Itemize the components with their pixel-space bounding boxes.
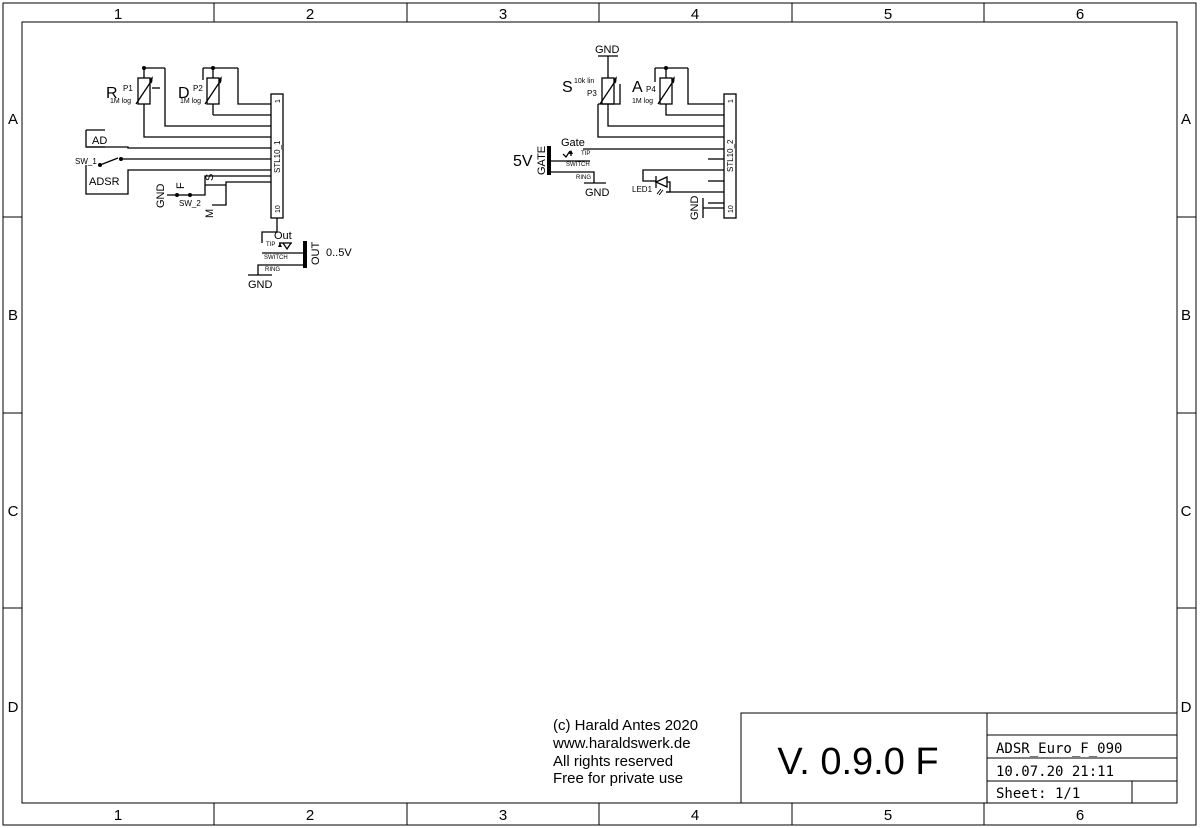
out-gnd: GND bbox=[248, 279, 273, 291]
connector2-pin-first: 1 bbox=[728, 99, 735, 103]
gate-ring: RING bbox=[576, 175, 591, 181]
gnd-symbol-2: GND bbox=[689, 196, 704, 221]
col-label-6: 6 bbox=[1076, 807, 1084, 824]
row-label-c: C bbox=[1181, 503, 1192, 520]
connector1-ref: STL10_1 bbox=[273, 140, 282, 173]
datetime-label: 10.07.20 21:11 bbox=[996, 764, 1114, 780]
gnd2-label: GND bbox=[689, 196, 701, 221]
out-ring: RING bbox=[265, 267, 280, 273]
credit-line: Free for private use bbox=[553, 770, 683, 787]
out-signal: Out bbox=[274, 230, 292, 242]
title-block: V. 0.9.0 F ADSR_Euro_F_090 10.07.20 21:1… bbox=[740, 712, 1178, 804]
gate-voltage: 5V bbox=[513, 153, 533, 170]
pot-r-label: R bbox=[106, 85, 118, 102]
sheet-label: Sheet: 1/1 bbox=[996, 786, 1080, 802]
switch1-pos-a: AD bbox=[92, 135, 107, 147]
pot-r-value: 1M log bbox=[110, 98, 131, 105]
col-label-1: 1 bbox=[114, 807, 122, 824]
credit-line: (c) Harald Antes 2020 bbox=[553, 717, 698, 734]
row-label-b: B bbox=[8, 307, 18, 324]
switch2-f: F bbox=[175, 182, 187, 189]
right-circuit: GND S 10k lin P3 A P4 1M log bbox=[513, 44, 737, 221]
out-switch: SWITCH bbox=[264, 255, 288, 261]
pot-d: D P2 1M log bbox=[178, 66, 238, 112]
gate-jack: Gate TIP SWITCH RING GATE 5V GND bbox=[513, 137, 610, 199]
pot-s: S 10k lin P3 bbox=[562, 76, 617, 115]
credits: (c) Harald Antes 2020 www.haraldswerk.de… bbox=[552, 717, 698, 787]
out-jack: Out TIP SWITCH RING OUT 0..5V GND bbox=[248, 218, 352, 291]
col-label-3: 3 bbox=[499, 6, 507, 23]
pot-a: A P4 1M log bbox=[632, 66, 688, 112]
version-label: V. 0.9.0 F bbox=[777, 741, 938, 783]
connector1-pin-first: 1 bbox=[275, 99, 282, 103]
switch1-pos-b: ADSR bbox=[89, 176, 120, 188]
row-label-d: D bbox=[8, 699, 19, 716]
col-label-3: 3 bbox=[499, 807, 507, 824]
connector-stl10-2: 1 STL10_2 10 bbox=[723, 93, 737, 219]
row-label-c: C bbox=[8, 503, 19, 520]
col-label-6: 6 bbox=[1076, 6, 1084, 23]
switch-fsm: GND F S M SW_2 bbox=[155, 174, 216, 218]
connector2-pin-last: 10 bbox=[728, 205, 735, 213]
pot-d-ref: P2 bbox=[193, 84, 203, 93]
gate-gnd: GND bbox=[585, 187, 610, 199]
pot-r-ref: P1 bbox=[123, 84, 133, 93]
filename-label: ADSR_Euro_F_090 bbox=[996, 741, 1122, 757]
switch2-m: M bbox=[204, 209, 216, 218]
col-label-4: 4 bbox=[691, 6, 699, 23]
pot-a-value: 1M log bbox=[632, 98, 653, 105]
led-ref: LED1 bbox=[632, 185, 653, 194]
gate-switch: SWITCH bbox=[566, 162, 590, 168]
switch1-ref: SW_1 bbox=[75, 157, 97, 166]
switch2-ref: SW_2 bbox=[179, 199, 201, 208]
row-label-b: B bbox=[1181, 307, 1191, 324]
col-label-2: 2 bbox=[306, 807, 314, 824]
out-range: 0..5V bbox=[326, 247, 352, 259]
switch-ad-adsr: AD SW_1 ADSR bbox=[75, 129, 123, 188]
pot-r: R P1 1M log bbox=[106, 66, 165, 112]
col-label-5: 5 bbox=[884, 6, 892, 23]
gate-signal: Gate bbox=[561, 137, 585, 149]
pot-a-label: A bbox=[632, 79, 643, 96]
pot-d-value: 1M log bbox=[180, 98, 201, 105]
row-label-a: A bbox=[1181, 111, 1191, 128]
gate-tip: TIP bbox=[581, 151, 590, 157]
out-tip: TIP bbox=[266, 242, 275, 248]
out-name: OUT bbox=[310, 242, 322, 266]
gate-name: GATE bbox=[536, 146, 548, 175]
top-gnd: GND bbox=[595, 44, 620, 56]
pot-s-label: S bbox=[562, 79, 573, 96]
row-label-a: A bbox=[8, 111, 18, 128]
connector-stl10-1: 1 STL10_1 10 bbox=[270, 93, 284, 219]
left-circuit: R P1 1M log D P2 1M log bbox=[75, 66, 352, 291]
pot-d-label: D bbox=[178, 85, 190, 102]
connector1-pin-last: 10 bbox=[275, 205, 282, 213]
pot-s-ref: P3 bbox=[587, 89, 597, 98]
switch2-s: S bbox=[204, 174, 216, 181]
connector2-ref: STL10_2 bbox=[726, 139, 735, 172]
col-label-2: 2 bbox=[306, 6, 314, 23]
credit-line: www.haraldswerk.de bbox=[552, 735, 691, 752]
col-label-5: 5 bbox=[884, 807, 892, 824]
pot-s-value: 10k lin bbox=[574, 78, 594, 85]
row-label-d: D bbox=[1181, 699, 1192, 716]
led-1: LED1 bbox=[632, 175, 671, 196]
col-label-4: 4 bbox=[691, 807, 699, 824]
col-label-1: 1 bbox=[114, 6, 122, 23]
switch2-gnd: GND bbox=[155, 184, 167, 209]
credit-line: All rights reserved bbox=[553, 753, 673, 770]
pot-a-ref: P4 bbox=[646, 85, 656, 94]
